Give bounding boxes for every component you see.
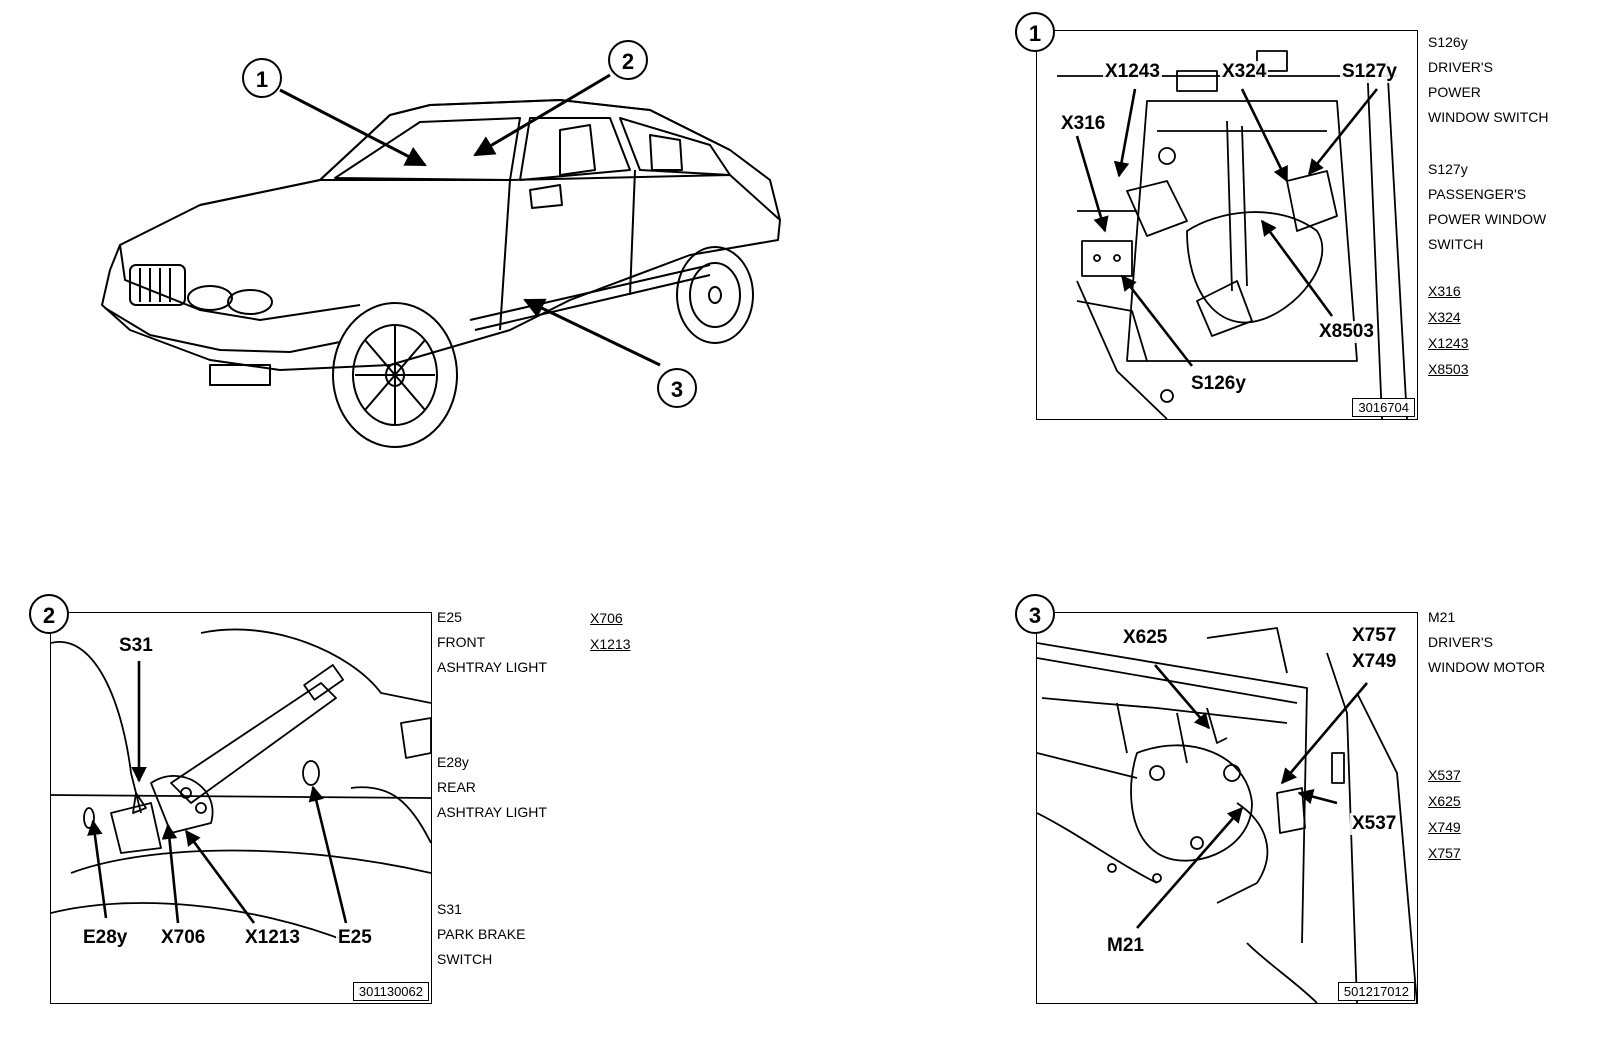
- panel-1-legend: S126y DRIVER'S POWER WINDOW SWITCH S127y…: [1428, 30, 1549, 382]
- car-overview: 1 2 3: [90, 30, 810, 450]
- label-x749: X749: [1350, 651, 1399, 673]
- legend-line: PASSENGER'S: [1428, 186, 1527, 202]
- legend-code: S31: [437, 901, 462, 917]
- legend-line: POWER: [1428, 84, 1481, 100]
- overview-callout-2[interactable]: 2: [608, 40, 648, 80]
- panel-3-callout[interactable]: 3: [1015, 594, 1055, 634]
- figure-code-1: 3016704: [1352, 398, 1415, 417]
- panel-1-callout[interactable]: 1: [1015, 12, 1055, 52]
- label-x625: X625: [1121, 627, 1170, 649]
- legend-code: E25: [437, 609, 462, 625]
- connector-ref[interactable]: X537: [1428, 767, 1461, 783]
- panel-3-legend: M21 DRIVER'S WINDOW MOTOR X537 X625 X749…: [1428, 605, 1545, 866]
- legend-line: POWER WINDOW: [1428, 211, 1547, 227]
- legend-line: ASHTRAY LIGHT: [437, 804, 547, 820]
- panel-3-connector-list: X537 X625 X749 X757: [1428, 762, 1545, 866]
- connector-ref[interactable]: X324: [1428, 309, 1461, 325]
- legend-item-e28y: E28y REAR ASHTRAY LIGHT: [437, 750, 547, 825]
- legend-line: REAR: [437, 779, 476, 795]
- label-m21: M21: [1105, 935, 1146, 957]
- legend-line: SWITCH: [1428, 236, 1484, 252]
- legend-line: FRONT: [437, 634, 486, 650]
- label-x8503: X8503: [1317, 321, 1376, 343]
- label-x537: X537: [1350, 813, 1399, 835]
- legend-line: WINDOW MOTOR: [1428, 659, 1546, 675]
- label-x757: X757: [1350, 625, 1399, 647]
- panel-3-drawing: [1037, 627, 1417, 1003]
- legend-line: DRIVER'S: [1428, 634, 1493, 650]
- panel-2-connector-list: X706 X1213: [590, 605, 630, 657]
- legend-code: S127y: [1428, 161, 1468, 177]
- figure-code-2: 301130062: [352, 982, 429, 1001]
- car-drawing: [101, 73, 781, 448]
- label-s126y: S126y: [1189, 373, 1248, 395]
- figure-code-3: 501217012: [1337, 982, 1415, 1001]
- connector-ref[interactable]: X1243: [1428, 335, 1469, 351]
- connector-ref[interactable]: X749: [1428, 819, 1461, 835]
- panel-2-callout[interactable]: 2: [29, 594, 69, 634]
- connector-ref[interactable]: X625: [1428, 793, 1461, 809]
- legend-line: SWITCH: [437, 951, 493, 967]
- legend-code: M21: [1428, 609, 1456, 625]
- label-x1213: X1213: [243, 927, 302, 949]
- legend-line: WINDOW SWITCH: [1428, 109, 1549, 125]
- detail-panel-1: X1243 X324 S127y X316 X8503 S126y 301670…: [1036, 30, 1418, 420]
- label-s31: S31: [117, 635, 155, 657]
- legend-code: S126y: [1428, 34, 1468, 50]
- panel-1-connector-list: X316 X324 X1243 X8503: [1428, 278, 1549, 382]
- legend-line: PARK BRAKE: [437, 926, 526, 942]
- label-e25: E25: [336, 927, 374, 949]
- legend-item-m21: M21 DRIVER'S WINDOW MOTOR: [1428, 605, 1545, 680]
- legend-line: DRIVER'S: [1428, 59, 1493, 75]
- legend-item-s126y: S126y DRIVER'S POWER WINDOW SWITCH: [1428, 30, 1549, 130]
- label-e28y: E28y: [81, 927, 130, 949]
- connector-ref[interactable]: X316: [1428, 283, 1461, 299]
- panel-2-legend: E25 FRONT ASHTRAY LIGHT E28y REAR ASHTRA…: [437, 605, 547, 999]
- legend-line: ASHTRAY LIGHT: [437, 659, 547, 675]
- overview-callout-1[interactable]: 1: [242, 58, 282, 98]
- panel-2-drawing: [51, 628, 431, 944]
- label-x324: X324: [1220, 61, 1269, 83]
- legend-code: E28y: [437, 754, 469, 770]
- legend-item-e25: E25 FRONT ASHTRAY LIGHT: [437, 605, 547, 680]
- legend-item-s31: S31 PARK BRAKE SWITCH: [437, 897, 547, 972]
- connector-ref[interactable]: X706: [590, 610, 623, 626]
- overview-callout-3[interactable]: 3: [657, 368, 697, 408]
- connector-ref[interactable]: X8503: [1428, 361, 1469, 377]
- label-s127y: S127y: [1340, 61, 1399, 83]
- legend-item-s127y: S127y PASSENGER'S POWER WINDOW SWITCH: [1428, 157, 1549, 257]
- label-x1243: X1243: [1103, 61, 1162, 83]
- panel-1-drawing: [1057, 50, 1408, 419]
- label-x316: X316: [1059, 113, 1108, 135]
- detail-panel-2: S31 E28y X706 X1213 E25 301130062: [50, 612, 432, 1004]
- detail-panel-3: X625 X757 X749 X537 M21 501217012: [1036, 612, 1418, 1004]
- connector-ref[interactable]: X1213: [590, 636, 631, 652]
- label-x706: X706: [159, 927, 208, 949]
- connector-ref[interactable]: X757: [1428, 845, 1461, 861]
